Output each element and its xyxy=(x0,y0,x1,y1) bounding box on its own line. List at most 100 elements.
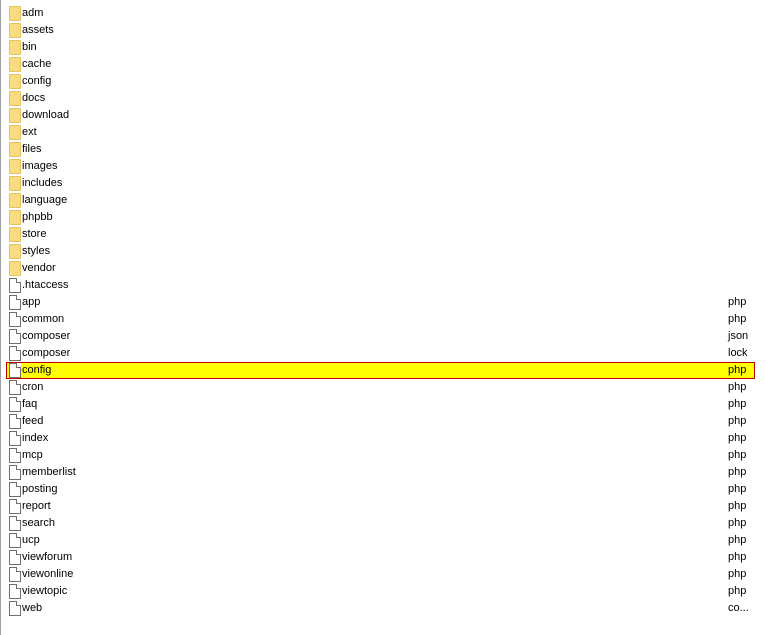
item-name: store xyxy=(22,228,47,240)
item-extension: php xyxy=(728,381,747,393)
item-name: composer xyxy=(22,347,71,359)
folder-row[interactable]: config xyxy=(6,73,755,90)
folder-row[interactable]: vendor xyxy=(6,260,755,277)
file-icon xyxy=(9,329,21,344)
file-icon xyxy=(9,363,21,378)
parent-directory-label: ... xyxy=(9,0,18,3)
file-icon xyxy=(9,380,21,395)
folder-icon xyxy=(9,125,21,140)
folder-row[interactable]: language xyxy=(6,192,755,209)
item-name: .htaccess xyxy=(22,279,69,291)
file-icon xyxy=(9,550,21,565)
item-name: ext xyxy=(22,126,37,138)
item-name: memberlist xyxy=(22,466,76,478)
file-icon xyxy=(9,601,21,616)
item-extension: php xyxy=(728,466,747,478)
folder-row[interactable]: store xyxy=(6,226,755,243)
file-row[interactable]: search php xyxy=(6,515,755,532)
item-name: mcp xyxy=(22,449,43,461)
file-icon xyxy=(9,567,21,582)
file-row[interactable]: viewtopic php xyxy=(6,583,755,600)
file-icon xyxy=(9,499,21,514)
item-name: posting xyxy=(22,483,58,495)
file-icon xyxy=(9,465,21,480)
folder-icon xyxy=(9,227,21,242)
item-name: ucp xyxy=(22,534,40,546)
item-name: config xyxy=(22,75,52,87)
item-name: composer xyxy=(22,330,71,342)
item-name: index xyxy=(22,432,49,444)
file-icon xyxy=(9,448,21,463)
item-name: app xyxy=(22,296,41,308)
file-row[interactable]: viewforum php xyxy=(6,549,755,566)
folder-row[interactable]: includes xyxy=(6,175,755,192)
folder-icon xyxy=(9,176,21,191)
file-icon xyxy=(9,312,21,327)
item-extension: php xyxy=(728,585,747,597)
item-extension: php xyxy=(728,415,747,427)
item-name: vendor xyxy=(22,262,56,274)
item-name: feed xyxy=(22,415,44,427)
folder-row[interactable]: assets xyxy=(6,22,755,39)
item-name: phpbb xyxy=(22,211,53,223)
parent-directory-row[interactable]: ... xyxy=(9,0,18,4)
file-icon xyxy=(9,414,21,429)
item-extension: co... xyxy=(728,602,749,614)
item-name: faq xyxy=(22,398,38,410)
file-row[interactable]: memberlist php xyxy=(6,464,755,481)
folder-row[interactable]: files xyxy=(6,141,755,158)
folder-icon xyxy=(9,210,21,225)
item-name: report xyxy=(22,500,51,512)
file-row[interactable]: feed php xyxy=(6,413,755,430)
item-extension: php xyxy=(728,551,747,563)
item-extension: php xyxy=(728,517,747,529)
file-icon xyxy=(9,431,21,446)
item-name: assets xyxy=(22,24,54,36)
folder-icon xyxy=(9,244,21,259)
folder-icon xyxy=(9,23,21,38)
folder-row[interactable]: styles xyxy=(6,243,755,260)
item-extension: php xyxy=(728,313,747,325)
folder-row[interactable]: phpbb xyxy=(6,209,755,226)
item-extension: php xyxy=(728,449,747,461)
file-list: adm assets bin cache config docs download ext fi… xyxy=(6,5,755,617)
file-icon xyxy=(9,533,21,548)
item-name: bin xyxy=(22,41,37,53)
folder-row[interactable]: images xyxy=(6,158,755,175)
folder-row[interactable]: bin xyxy=(6,39,755,56)
item-name: download xyxy=(22,109,70,121)
file-row[interactable]: composer json xyxy=(6,328,755,345)
folder-icon xyxy=(9,261,21,276)
file-icon xyxy=(9,346,21,361)
file-row[interactable]: .htaccess xyxy=(6,277,755,294)
item-name: viewforum xyxy=(22,551,73,563)
item-name: config xyxy=(22,364,52,376)
item-name: viewtopic xyxy=(22,585,68,597)
file-row[interactable]: mcp php xyxy=(6,447,755,464)
item-name: language xyxy=(22,194,68,206)
item-name: cache xyxy=(22,58,52,70)
item-name: search xyxy=(22,517,56,529)
item-name: files xyxy=(22,143,42,155)
folder-row[interactable]: download xyxy=(6,107,755,124)
folder-icon xyxy=(9,142,21,157)
folder-row[interactable]: cache xyxy=(6,56,755,73)
folder-icon xyxy=(9,91,21,106)
folder-row[interactable]: docs xyxy=(6,90,755,107)
item-extension: json xyxy=(728,330,749,342)
folder-row[interactable]: ext xyxy=(6,124,755,141)
folder-row[interactable]: adm xyxy=(6,5,755,22)
